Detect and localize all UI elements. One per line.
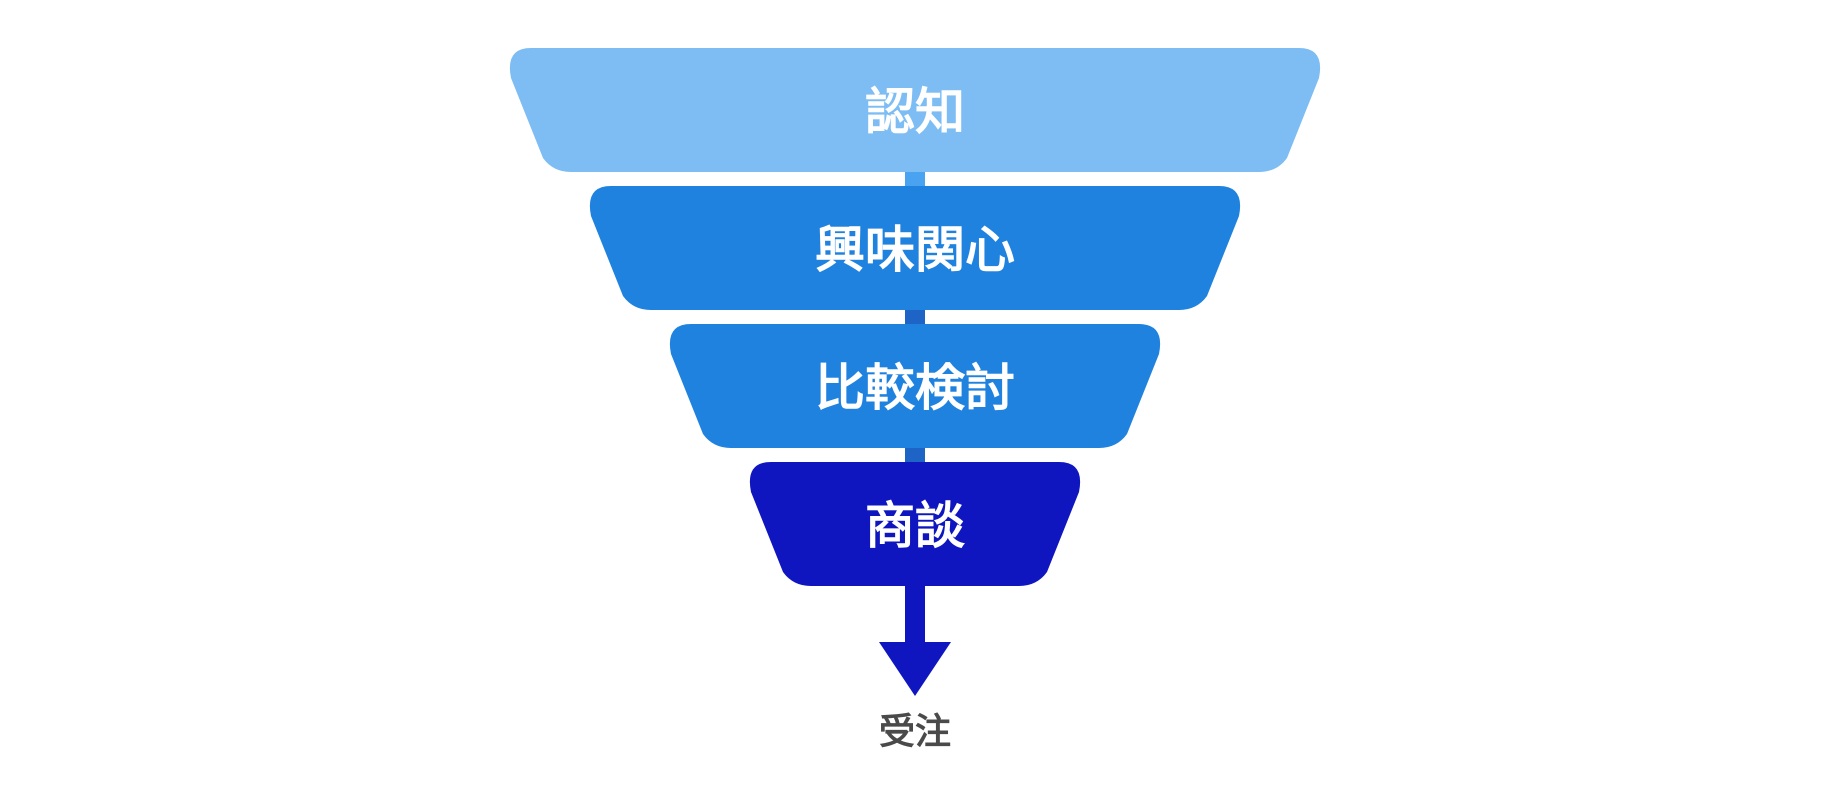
funnel-stage-3 [669,324,1161,448]
connector-bar-top [905,168,925,190]
funnel-stage-label: 興味関心 [815,221,1015,279]
funnel-stage-2 [589,186,1241,310]
outcome-label: 受注 [879,712,951,753]
funnel-stage-label: 認知 [865,83,965,141]
arrow-shaft [905,582,925,644]
arrow-head [879,642,951,696]
funnel-stage-label: 比較検討 [815,359,1015,417]
funnel-outcome-arrow [879,582,951,696]
funnel-stage-1 [509,48,1321,172]
funnel-stage-4 [749,462,1081,586]
funnel-stage-label: 商談 [865,497,965,555]
